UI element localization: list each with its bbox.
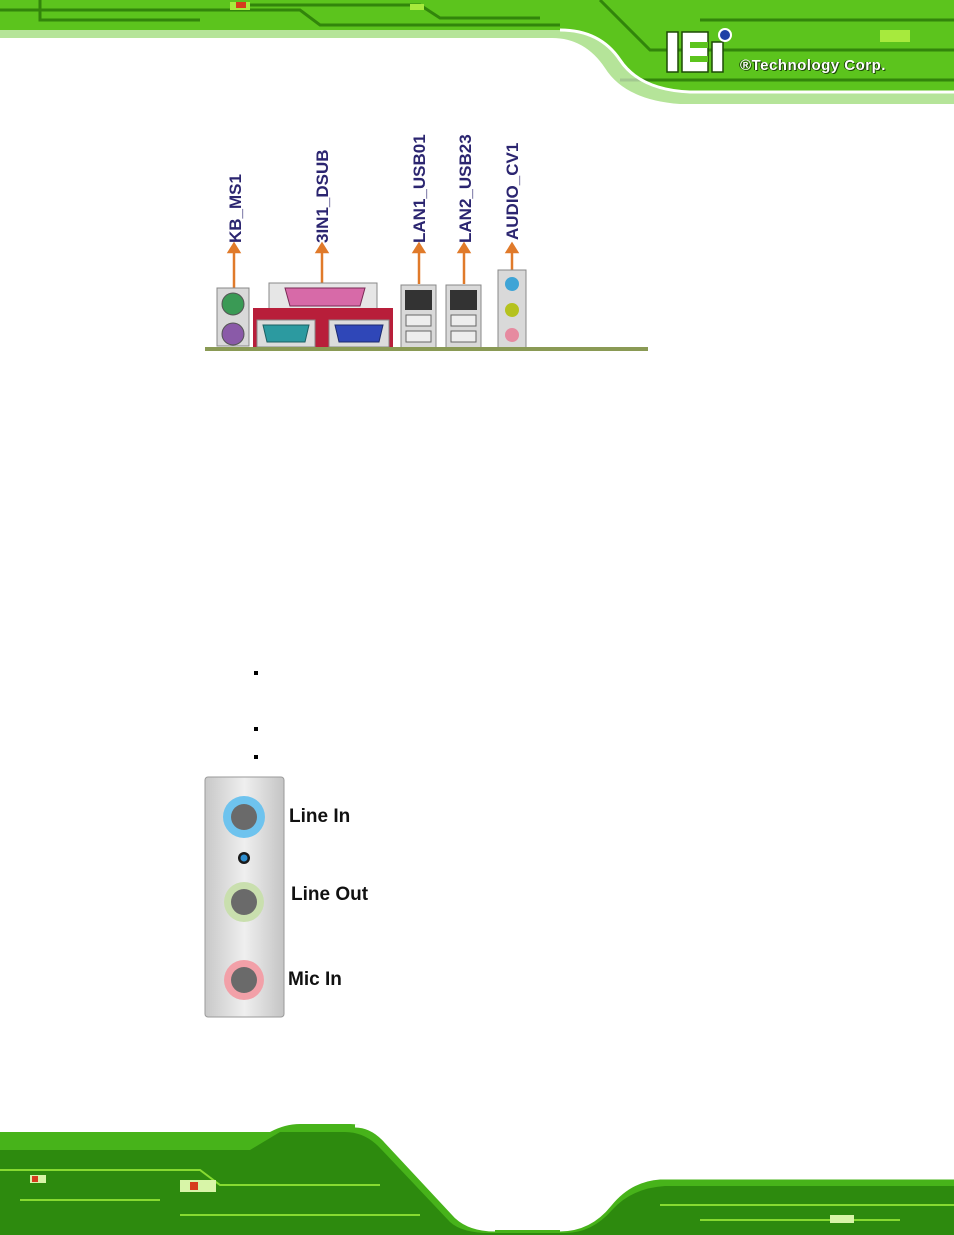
audio-jack-panel [204,776,285,1018]
rear-panel-connector-diagram [205,241,648,351]
ps2-connector [216,287,250,347]
label-audio-cv1: AUDIO_CV1 [503,142,522,240]
bullet-marker [254,671,258,675]
label-lan1-usb01: LAN1_USB01 [410,134,429,243]
footer-banner [0,1120,954,1235]
label-3in1-dsub: 3IN1_DSUB [313,149,332,243]
label-kb-ms1: KB_MS1 [226,174,245,243]
line-out-label: Line Out [291,884,369,905]
brand-text: ®Technology Corp. [740,57,886,74]
lan-usb-connector-2 [445,284,482,349]
header-banner [0,0,954,112]
bullet-marker [254,755,258,759]
audio-connector [497,269,527,349]
lan-usb-connector-1 [400,284,437,349]
mic-in-label: Mic In [288,969,342,990]
line-in-label: Line In [289,806,351,827]
dsub-connector [253,282,393,348]
bullet-marker [254,727,258,731]
iei-logo [666,28,732,73]
label-lan2-usb23: LAN2_USB23 [456,134,475,243]
